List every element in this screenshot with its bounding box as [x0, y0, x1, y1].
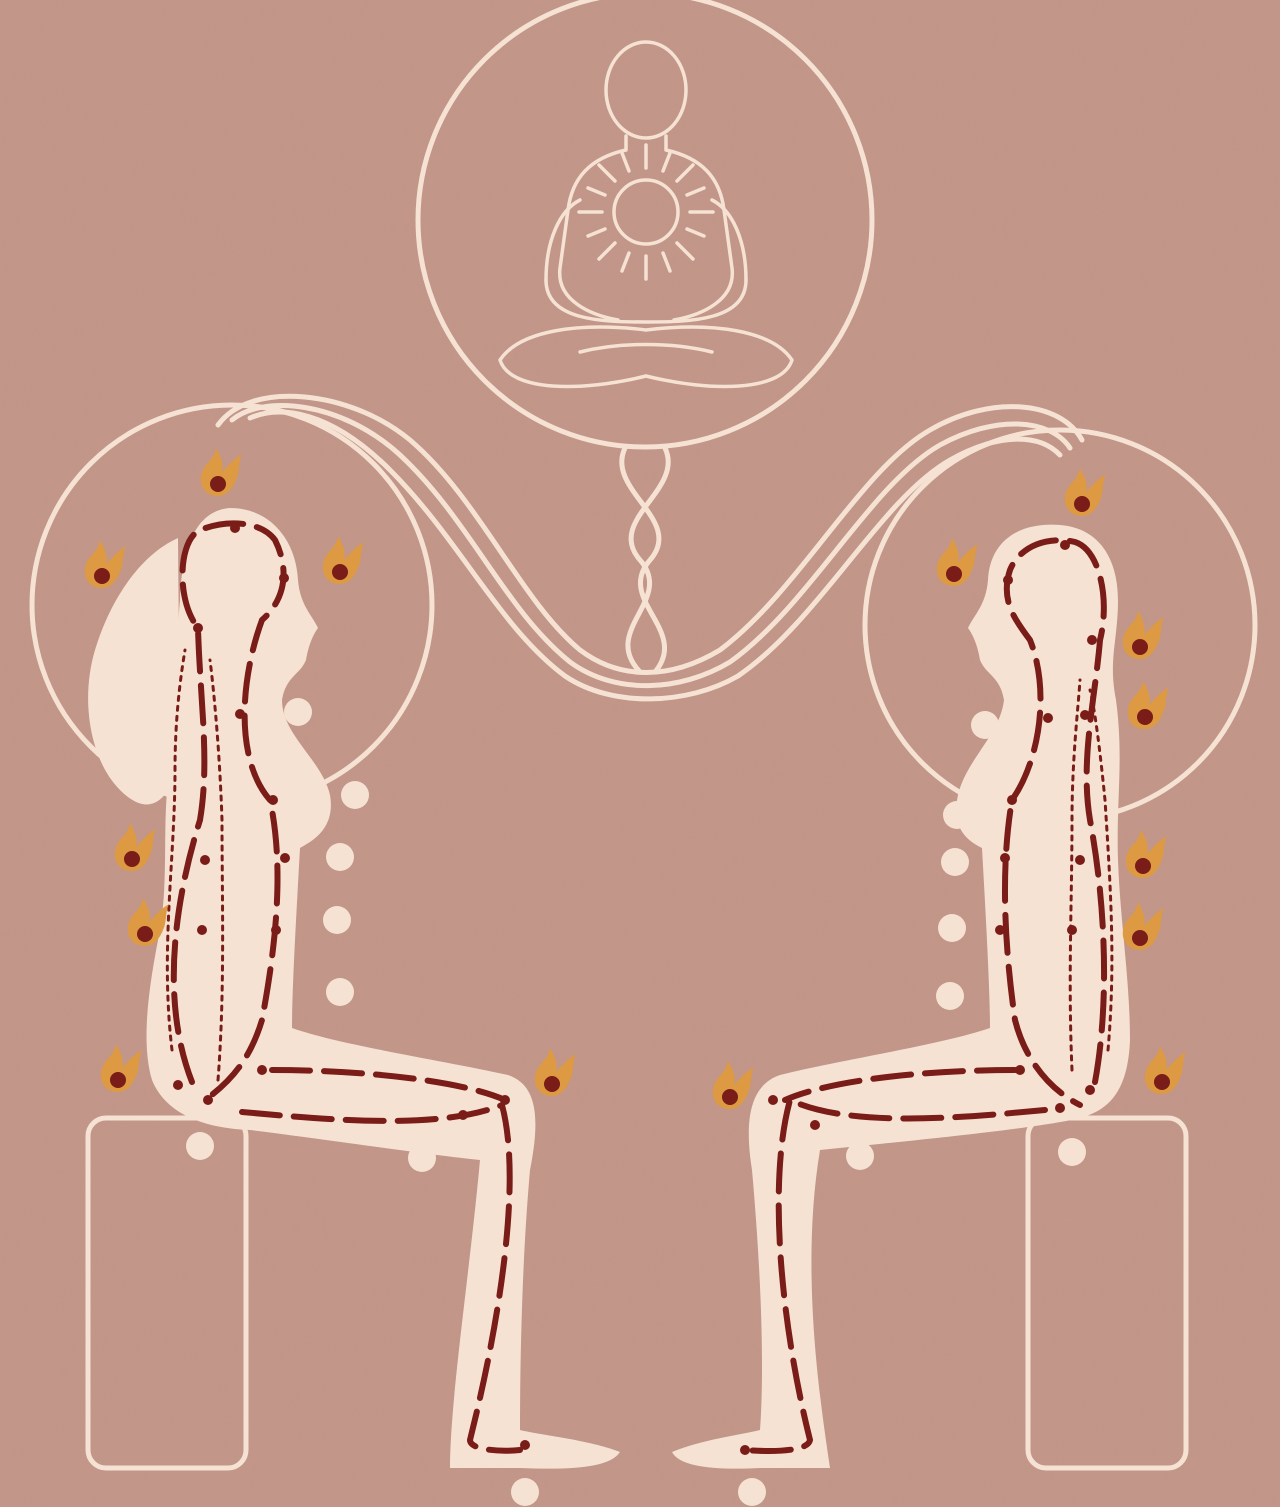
- tantra-energy-illustration: [0, 0, 1280, 1507]
